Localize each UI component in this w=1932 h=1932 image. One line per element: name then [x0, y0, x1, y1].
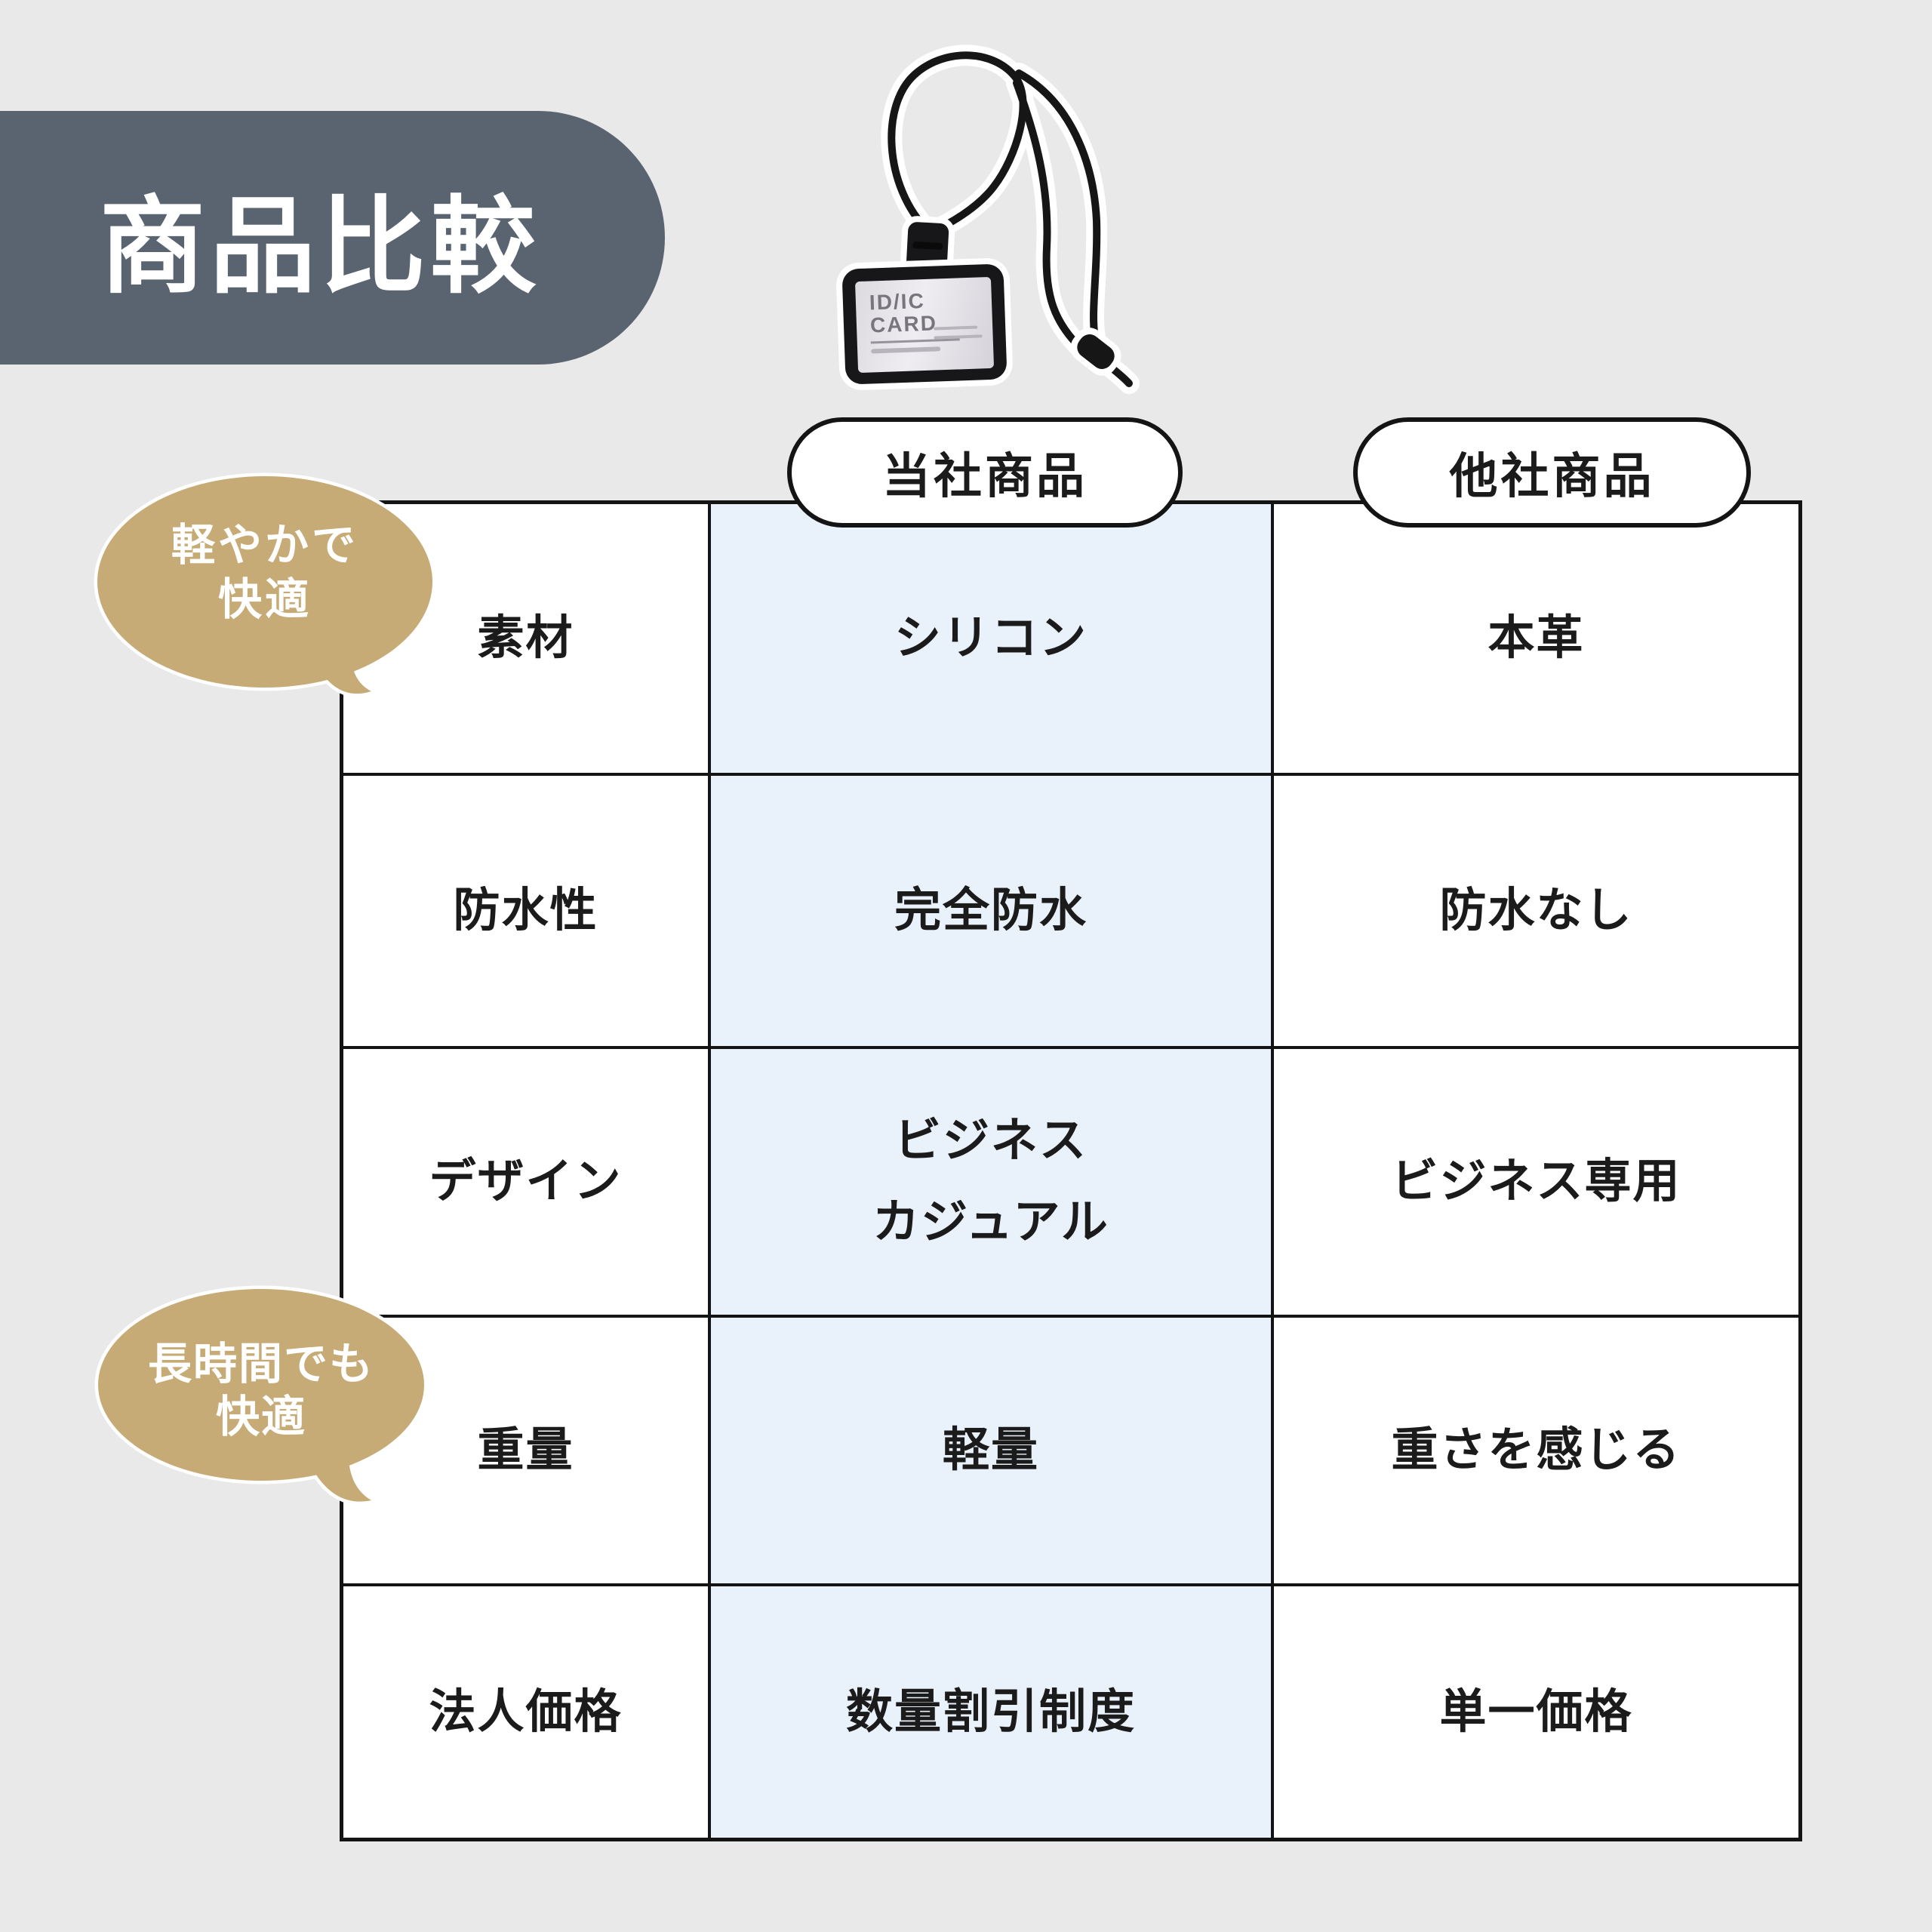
- cell-text: 重さを感じる: [1391, 1424, 1681, 1476]
- cell-text: シリコン: [894, 612, 1088, 664]
- column-header-theirs-label: 他社商品: [1449, 449, 1655, 503]
- card-underline: [870, 338, 960, 344]
- cord-lock: [1070, 328, 1121, 376]
- cell-text: 軽量: [942, 1424, 1039, 1476]
- column-header-theirs-pill: 他社商品: [1353, 417, 1751, 528]
- lanyard-photo: [881, 45, 1140, 394]
- cell-r1-ours: 完全防水: [708, 773, 1271, 1046]
- cell-r2-theirs: ビジネス専用: [1271, 1046, 1798, 1315]
- cell-text: デザイン: [429, 1155, 623, 1208]
- card-holder: ID/IC CARD: [841, 263, 1008, 385]
- card-title-line2: CARD: [869, 311, 938, 337]
- column-header-ours-pill: 当社商品: [787, 417, 1183, 528]
- cell-r3-theirs: 重さを感じる: [1271, 1315, 1798, 1583]
- callout-line: 長時間でも: [147, 1340, 374, 1389]
- microtext-bar: [934, 325, 978, 331]
- cell-r1-theirs: 防水なし: [1271, 773, 1798, 1046]
- comparison-table: 素材 シリコン 本革 防水性 完全防水 防水なし デザイン ビジネス カジュアル…: [340, 500, 1802, 1841]
- lanyard-cord: [888, 51, 1133, 387]
- id-card: ID/IC CARD: [854, 276, 995, 374]
- card-title-line1: ID/IC: [869, 288, 926, 315]
- column-header-ours-label: 当社商品: [882, 449, 1088, 503]
- cell-text: 重量: [477, 1424, 574, 1476]
- cell-r0-theirs: 本革: [1271, 504, 1798, 773]
- cell-r2-label: デザイン: [343, 1046, 708, 1315]
- page-title: 商品比較: [100, 187, 541, 306]
- cell-r1-label: 防水性: [343, 773, 708, 1046]
- cell-r2-ours: ビジネス カジュアル: [708, 1046, 1271, 1315]
- cell-r4-ours: 数量割引制度: [708, 1583, 1271, 1838]
- cell-text: 法人価格: [429, 1685, 623, 1738]
- cell-r4-theirs: 単一価格: [1271, 1583, 1798, 1838]
- cell-text: 防水性: [453, 884, 598, 937]
- cell-text: ビジネス専用: [1391, 1155, 1681, 1208]
- cell-text: 防水なし: [1439, 884, 1633, 937]
- callout-bubble-longwear: [94, 1285, 428, 1506]
- cell-r4-label: 法人価格: [343, 1583, 708, 1838]
- callout-line: 快適: [217, 575, 312, 624]
- cell-text: 素材: [477, 612, 574, 664]
- cell-text: 本革: [1487, 612, 1585, 664]
- cell-text: 完全防水: [894, 884, 1088, 937]
- cell-r3-ours: 軽量: [708, 1315, 1271, 1583]
- cell-text: ビジネス カジュアル: [872, 1115, 1109, 1248]
- callout-text-light: 軽やかで 快適: [75, 518, 454, 627]
- microtext-bar: [871, 346, 941, 354]
- cell-text: 単一価格: [1439, 1685, 1633, 1738]
- card-title: ID/IC CARD: [869, 289, 937, 337]
- callout-text-longwear: 長時間でも 快適: [60, 1338, 462, 1444]
- cell-r0-ours: シリコン: [708, 504, 1271, 773]
- clip-notch: [912, 241, 943, 251]
- callout-bubble-light: [94, 472, 436, 697]
- callout-line: 軽やかで: [171, 521, 358, 570]
- callout-line: 快適: [215, 1392, 306, 1441]
- cell-text: 数量割引制度: [845, 1685, 1136, 1738]
- title-banner: 商品比較: [0, 111, 665, 365]
